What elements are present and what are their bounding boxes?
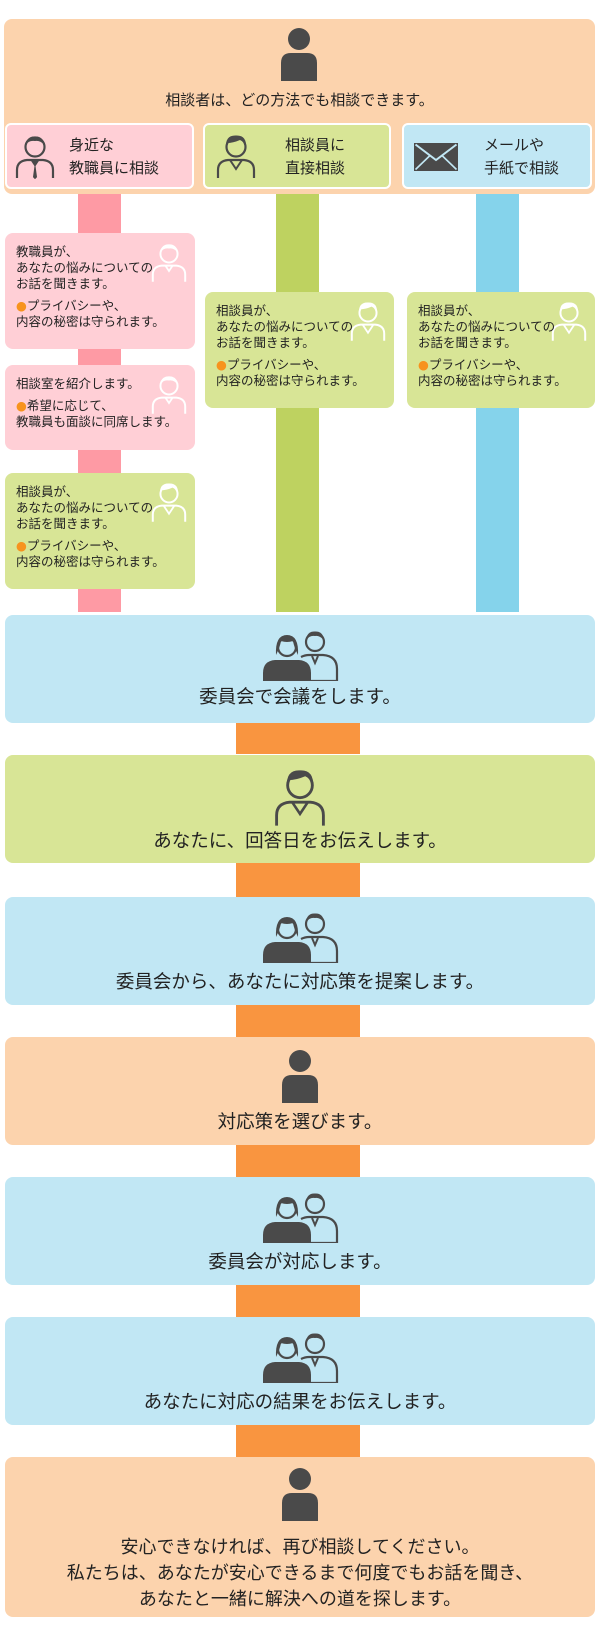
teacher-icon bbox=[151, 376, 187, 414]
final-line: あなたと一緒に解決への道を探します。 bbox=[138, 1589, 462, 1610]
step-text: あなたに対応の結果をお伝えします。 bbox=[143, 1392, 457, 1413]
card-note: 内容の秘密は守られます。 bbox=[216, 373, 365, 388]
card-counselor-listens: 相談員が、あなたの悩みについてのお話を聞きます。 ●プライバシーや、内容の秘密は… bbox=[407, 292, 595, 408]
bullet-icon: ● bbox=[16, 538, 27, 553]
mail-icon bbox=[414, 143, 458, 171]
bullet-icon: ● bbox=[16, 298, 27, 313]
final-line: 私たちは、あなたが安心できるまで何度でもお話を聞き、 bbox=[66, 1563, 534, 1584]
card-line: あなたの悩みについての bbox=[16, 260, 154, 275]
card-line: お話を聞きます。 bbox=[418, 335, 517, 350]
step-text: 委員会で会議をします。 bbox=[199, 687, 401, 708]
step-text: 委員会が対応します。 bbox=[208, 1252, 392, 1273]
person-icon bbox=[281, 28, 317, 81]
connector bbox=[236, 718, 360, 754]
card-line: 相談員が、 bbox=[418, 303, 481, 318]
method-counselor: 相談員に 直接相談 bbox=[203, 123, 391, 189]
card-introduce-room: 相談室を紹介します。 ●希望に応じて、教職員も面談に同席します。 bbox=[5, 365, 195, 450]
card-note: 内容の秘密は守られます。 bbox=[16, 314, 165, 329]
card-note: 教職員も面談に同席します。 bbox=[16, 414, 178, 429]
card-line: お話を聞きます。 bbox=[16, 516, 115, 531]
method-mail: メールや 手紙で相談 bbox=[402, 123, 592, 189]
method-teacher: 身近な 教職員に相談 bbox=[5, 123, 194, 189]
card-line: あなたの悩みについての bbox=[16, 500, 154, 515]
committee-icon bbox=[263, 631, 339, 681]
step-text: 委員会から、あなたに対応策を提案します。 bbox=[115, 972, 485, 993]
person-icon bbox=[282, 1050, 318, 1103]
teacher-icon bbox=[15, 136, 55, 179]
card-note: 希望に応じて、 bbox=[26, 398, 114, 413]
counselor-icon bbox=[551, 302, 587, 341]
committee-icon bbox=[263, 1193, 339, 1243]
connector bbox=[236, 1140, 360, 1178]
step-report-results: あなたに対応の結果をお伝えします。 bbox=[5, 1317, 595, 1425]
card-line: お話を聞きます。 bbox=[16, 276, 115, 291]
step-committee-meeting: 委員会で会議をします。 bbox=[5, 615, 595, 723]
card-counselor-listens: 相談員が、あなたの悩みについてのお話を聞きます。 ●プライバシーや、内容の秘密は… bbox=[5, 473, 195, 589]
committee-icon bbox=[263, 1333, 339, 1383]
step-propose-measures: 委員会から、あなたに対応策を提案します。 bbox=[5, 897, 595, 1005]
step-choose-measures: 対応策を選びます。 bbox=[5, 1037, 595, 1145]
method-mail-label: メールや 手紙で相談 bbox=[484, 136, 560, 177]
card-line: 相談室を紹介します。 bbox=[16, 376, 140, 391]
card-note: 内容の秘密は守られます。 bbox=[16, 554, 165, 569]
step-text: 対応策を選びます。 bbox=[217, 1112, 383, 1133]
method-counselor-label: 相談員に 直接相談 bbox=[285, 136, 346, 177]
card-note: プライバシーや、 bbox=[26, 538, 127, 553]
card-line: 相談員が、 bbox=[216, 303, 279, 318]
counselor-icon bbox=[151, 483, 187, 522]
counselor-icon bbox=[350, 302, 386, 341]
teacher-icon bbox=[151, 244, 187, 282]
card-line: 相談員が、 bbox=[16, 484, 79, 499]
connector bbox=[236, 1280, 360, 1318]
card-line: あなたの悩みについての bbox=[216, 319, 354, 334]
counselor-icon bbox=[216, 135, 256, 178]
card-counselor-listens: 相談員が、あなたの悩みについてのお話を聞きます。 ●プライバシーや、内容の秘密は… bbox=[205, 292, 394, 408]
header-title: 相談者は、どの方法でも相談できます。 bbox=[165, 91, 434, 109]
step-answer-date: あなたに、回答日をお伝えします。 bbox=[5, 755, 595, 863]
bullet-icon: ● bbox=[16, 398, 27, 413]
card-note: プライバシーや、 bbox=[428, 357, 529, 372]
card-note: 内容の秘密は守られます。 bbox=[418, 373, 567, 388]
card-note: プライバシーや、 bbox=[226, 357, 327, 372]
card-line: あなたの悩みについての bbox=[418, 319, 556, 334]
connector bbox=[236, 1000, 360, 1038]
connector bbox=[236, 1420, 360, 1458]
card-note: プライバシーや、 bbox=[26, 298, 127, 313]
card-teacher-listens: 教職員が、あなたの悩みについてのお話を聞きます。 ●プライバシーや、内容の秘密は… bbox=[5, 233, 195, 349]
connector bbox=[236, 858, 360, 898]
step-text: あなたに、回答日をお伝えします。 bbox=[153, 831, 447, 852]
step-committee-acts: 委員会が対応します。 bbox=[5, 1177, 595, 1285]
bullet-icon: ● bbox=[216, 357, 227, 372]
final-message-box: 安心できなければ、再び相談してください。 私たちは、あなたが安心できるまで何度で… bbox=[5, 1457, 595, 1617]
final-message: 安心できなければ、再び相談してください。 私たちは、あなたが安心できるまで何度で… bbox=[5, 1535, 595, 1613]
bullet-icon: ● bbox=[418, 357, 429, 372]
method-teacher-label: 身近な 教職員に相談 bbox=[69, 136, 160, 177]
committee-icon bbox=[263, 913, 339, 963]
person-icon bbox=[282, 1468, 318, 1521]
card-line: お話を聞きます。 bbox=[216, 335, 315, 350]
counselor-icon bbox=[275, 770, 325, 826]
card-line: 教職員が、 bbox=[16, 244, 79, 259]
final-line: 安心できなければ、再び相談してください。 bbox=[120, 1537, 480, 1558]
